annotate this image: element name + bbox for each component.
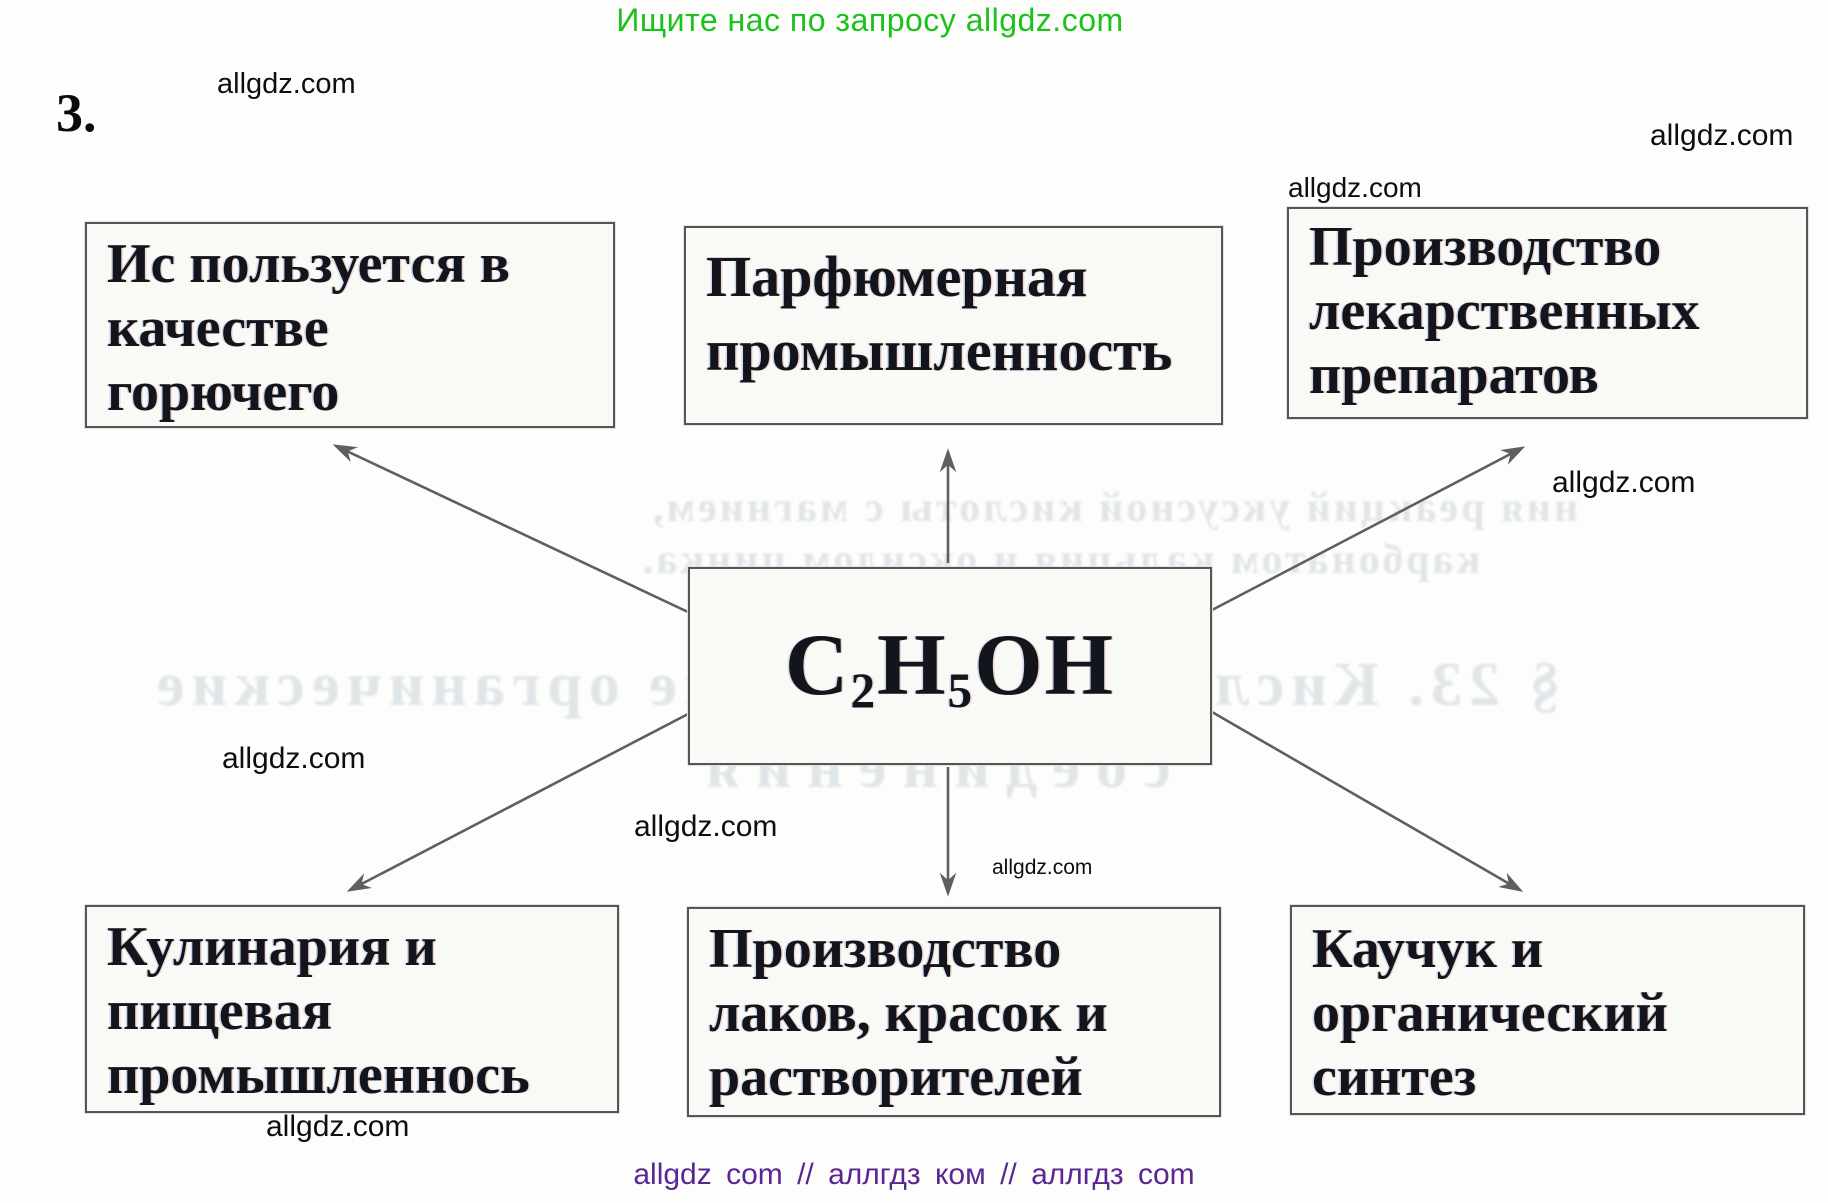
box-text-line: Производство: [709, 918, 1062, 980]
arrow-to-top-right: [1211, 446, 1526, 612]
arrow-to-top-left: [332, 444, 689, 614]
watermark: allgdz.com: [1650, 119, 1794, 152]
formula-subscript: 5: [947, 662, 975, 718]
box-text-line: Парфюмерная: [706, 244, 1088, 309]
box-perfume-industry: Парфюмерная промышленность: [684, 226, 1223, 425]
footer-text: allgdz com // аллгдз ком // аллгдз com: [633, 1158, 1195, 1191]
watermark: allgdz.com: [217, 68, 356, 100]
arrow-to-bottom-right: [1211, 710, 1524, 892]
box-text-line: препаратов: [1309, 344, 1599, 406]
box-text-line: Каучук и: [1312, 918, 1544, 980]
box-pharmaceutical-production: Производство лекарственных препаратов: [1287, 207, 1808, 419]
box-text-line: синтез: [1312, 1046, 1477, 1108]
watermark: allgdz.com: [1288, 172, 1422, 203]
ethanol-formula: C2H5OH: [785, 622, 1115, 715]
box-text-line: Кулинария и: [107, 916, 437, 978]
box-text-line: Ис пользуется в: [107, 233, 511, 295]
promo-header-text: Ищите нас по запросу allgdz.com: [616, 2, 1124, 38]
box-text-line: органический: [1312, 982, 1668, 1044]
box-text-line: пищевая: [107, 980, 333, 1042]
formula-subscript: 2: [850, 662, 878, 718]
formula-part: C: [784, 617, 851, 714]
box-text-line: лекарственных: [1309, 280, 1700, 342]
box-text-line: горючего: [107, 361, 340, 423]
formula-part: OH: [974, 617, 1116, 714]
box-text-line: промышленнось: [107, 1044, 530, 1106]
exercise-number: 3.: [56, 83, 97, 143]
box-cooking-food-industry: Кулинария и пищевая промышленнось: [85, 905, 619, 1113]
watermark: allgdz.com: [992, 856, 1093, 879]
box-rubber-organic-synthesis: Каучук и органический синтез: [1290, 905, 1805, 1115]
box-text-line: качестве: [107, 297, 329, 359]
watermark: allgdz.com: [222, 742, 366, 775]
box-text-line: лаков, красок и: [709, 982, 1108, 1044]
box-text-line: промышленность: [706, 318, 1173, 383]
watermark: allgdz.com: [1552, 466, 1696, 499]
watermark: allgdz.com: [266, 1110, 410, 1143]
box-text-line: растворителей: [709, 1046, 1083, 1108]
arrow-to-bottom-left: [346, 712, 689, 892]
box-varnish-paint-solvent-production: Производство лаков, красок и растворител…: [687, 907, 1221, 1117]
box-used-as-fuel: Ис пользуется в качестве горючего: [85, 222, 615, 428]
watermark: allgdz.com: [634, 810, 778, 843]
box-text-line: Производство: [1309, 216, 1662, 278]
box-ethanol-formula: C2H5OH: [688, 567, 1212, 765]
formula-part: H: [877, 617, 948, 714]
